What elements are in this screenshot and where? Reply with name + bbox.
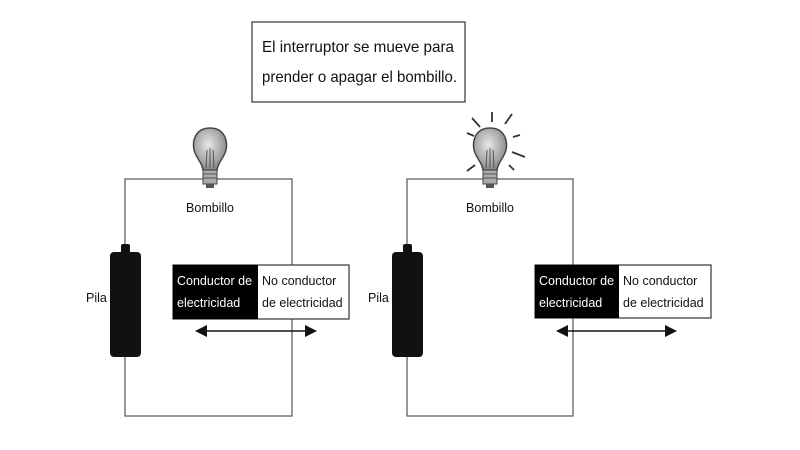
battery-label: Pila [368, 291, 389, 305]
bulb-on-icon [466, 112, 526, 188]
switch-nonconductor-line-1: No conductor [262, 274, 336, 288]
caption-box: El interruptor se mueve para prender o a… [251, 21, 466, 103]
switch-conductor-line-2: electricidad [539, 296, 602, 310]
caption-line-1: El interruptor se mueve para [262, 39, 454, 56]
battery-label: Pila [86, 291, 107, 305]
switch[interactable]: Conductor de electricidad No conductor d… [172, 264, 350, 320]
battery-icon [392, 244, 423, 357]
switch[interactable]: Conductor de electricidad No conductor d… [534, 264, 712, 319]
caption-line-2: prender o apagar el bombillo. [262, 69, 457, 86]
switch-nonconductor-line-1: No conductor [623, 274, 697, 288]
switch-conductor-line-1: Conductor de [539, 274, 614, 288]
switch-nonconductor-line-2: de electricidad [623, 296, 704, 310]
battery-icon [110, 244, 141, 357]
switch-conductor-line-1: Conductor de [177, 274, 252, 288]
bulb-off-icon [192, 127, 228, 188]
bulb-label: Bombillo [186, 201, 234, 215]
switch-nonconductor-line-2: de electricidad [262, 296, 343, 310]
switch-conductor-line-2: electricidad [177, 296, 240, 310]
circuit-off: Bombillo Pila Conductor de electricidad … [86, 127, 350, 417]
circuit-on: Bombillo Pila Conductor de electricidad … [368, 112, 712, 417]
bulb-label: Bombillo [466, 201, 514, 215]
